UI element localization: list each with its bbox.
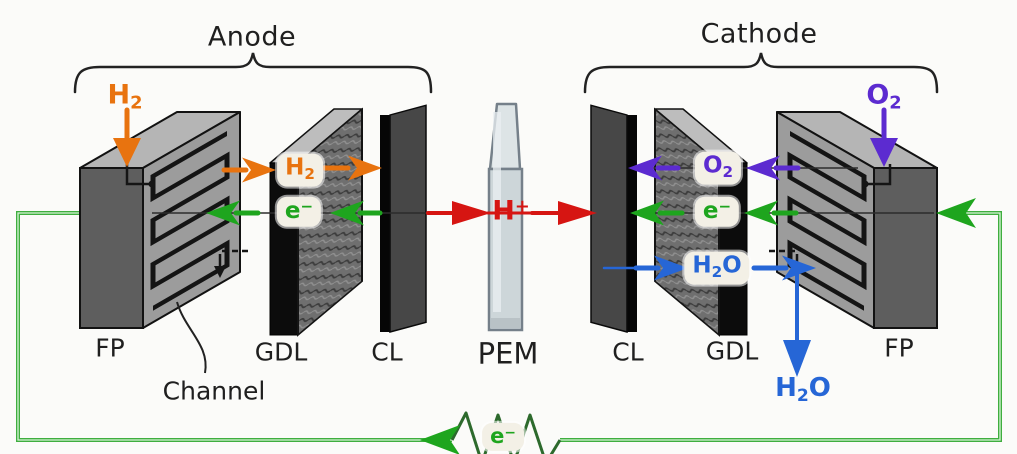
water-flow-arrows — [602, 255, 816, 377]
serpentine-channels — [150, 131, 230, 311]
pem-label: PEM — [477, 336, 539, 371]
h2-gdl-badge: H2 — [277, 153, 323, 187]
h2-inlet-arrow — [113, 107, 141, 167]
anode-brace — [73, 52, 433, 94]
o2-gdl-badge: O2 — [694, 151, 742, 185]
oxygen-flow-arrows — [628, 107, 898, 181]
electron-flow-arrows — [206, 198, 976, 454]
hydrogen-flow-arrows — [113, 107, 382, 183]
fp-cathode-label: FP — [884, 333, 914, 363]
electron-circuit-badge: e− — [482, 422, 524, 452]
gdl-cathode-label: GDL — [705, 336, 759, 366]
gas-inlet-connector — [125, 164, 156, 188]
channel-flow-marker — [214, 249, 252, 278]
gdl-anode-label: GDL — [254, 337, 308, 367]
h2o-arrow-cl-to-gdl — [633, 255, 688, 281]
electron-anode-badge: e− — [276, 196, 322, 228]
o2-arrow-gdl-to-cl — [628, 155, 681, 181]
electron-arrow-anode-outer — [330, 200, 383, 226]
channel-label: Channel — [162, 376, 266, 406]
electron-arrow-into-cathode-fp — [936, 198, 976, 228]
h2o-arrow-gdl-to-fp — [751, 255, 816, 281]
channel-pointer-line — [176, 301, 207, 374]
h2-arrow-fp-to-gdl — [221, 157, 276, 183]
cl-anode-label: CL — [371, 337, 403, 367]
cathode-brace — [583, 52, 939, 94]
flow-plate-block — [79, 111, 241, 329]
o2-inlet-arrow — [870, 107, 898, 167]
h2o-outlet-arrow — [783, 268, 811, 377]
o2-inlet-label: O2 — [866, 79, 902, 114]
cathode-section-label: Cathode — [700, 18, 818, 50]
h2-inlet-label: H2 — [107, 79, 143, 114]
external-circuit-wire — [16, 211, 1002, 442]
electron-cathode-badge: e− — [694, 196, 740, 228]
h2-arrow-gdl-to-cl — [321, 155, 382, 181]
o2-arrow-fp-to-gdl — [746, 155, 801, 181]
anode-section-label: Anode — [207, 21, 297, 53]
electron-arrow-cathode-gdl — [744, 200, 799, 226]
electron-arrow-cathode-cl — [630, 200, 685, 226]
catalyst-layer-block — [380, 104, 427, 333]
h2o-outlet-label: H2O — [775, 373, 831, 406]
proton-flow-arrows — [426, 201, 597, 225]
section-braces — [73, 52, 939, 94]
fp-anode-label: FP — [95, 333, 125, 363]
electron-arrow-anode-inner — [206, 200, 261, 226]
electron-arrow-circuit-bottom — [420, 425, 460, 454]
h2o-gdl-badge: H2O — [684, 251, 750, 285]
proton-label: H+ — [492, 195, 530, 227]
cl-cathode-label: CL — [612, 337, 644, 367]
